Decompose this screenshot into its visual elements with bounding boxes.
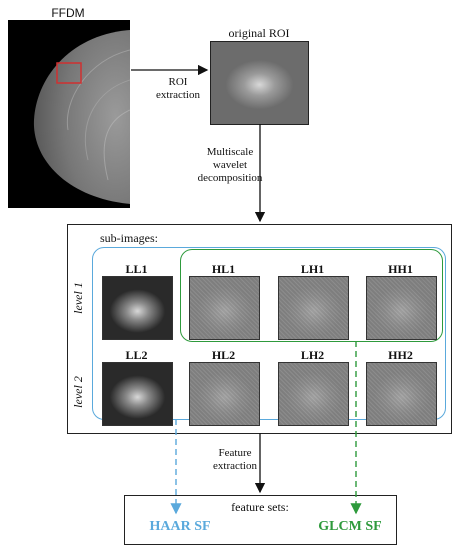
roi-marker [56,62,82,84]
subimage-lh1 [278,276,349,340]
subimage-label-ll2: LL2 [125,348,148,362]
wavelet-decomposition-label: Multiscale wavelet decomposition [197,146,263,184]
subimage-label-hh2: HH2 [388,348,413,362]
feature-extraction-label: Feature extraction [213,447,257,472]
subimage-hh2 [366,362,437,426]
glcm-sf-label: GLCM SF [318,519,382,534]
feature-sets-box [124,495,397,545]
subimage-label-ll1: LL1 [125,262,148,276]
roi-title: original ROI [228,26,290,40]
roi-image [210,41,309,125]
subimage-lh2 [278,362,349,426]
roi-extraction-label: ROI extraction [156,76,200,101]
subimage-hh1 [366,276,437,340]
ffdm-image [8,20,130,208]
subimage-ll1 [102,276,173,340]
feature-sets-title: feature sets: [231,500,289,514]
subimage-hl2 [189,362,260,426]
subimage-hl1 [189,276,260,340]
subimage-label-lh2: LH2 [300,348,325,362]
subimage-label-hh1: HH1 [388,262,413,276]
subimage-label-lh1: LH1 [300,262,325,276]
haar-group-frame [92,247,446,420]
glcm-group-frame [180,249,443,342]
ffdm-title: FFDM [51,6,85,20]
haar-sf-label: HAAR SF [149,519,211,534]
subimages-title: sub-images: [100,231,158,245]
subimage-label-hl1: HL1 [211,262,236,276]
subimage-ll2 [102,362,173,426]
subimage-label-hl2: HL2 [211,348,236,362]
